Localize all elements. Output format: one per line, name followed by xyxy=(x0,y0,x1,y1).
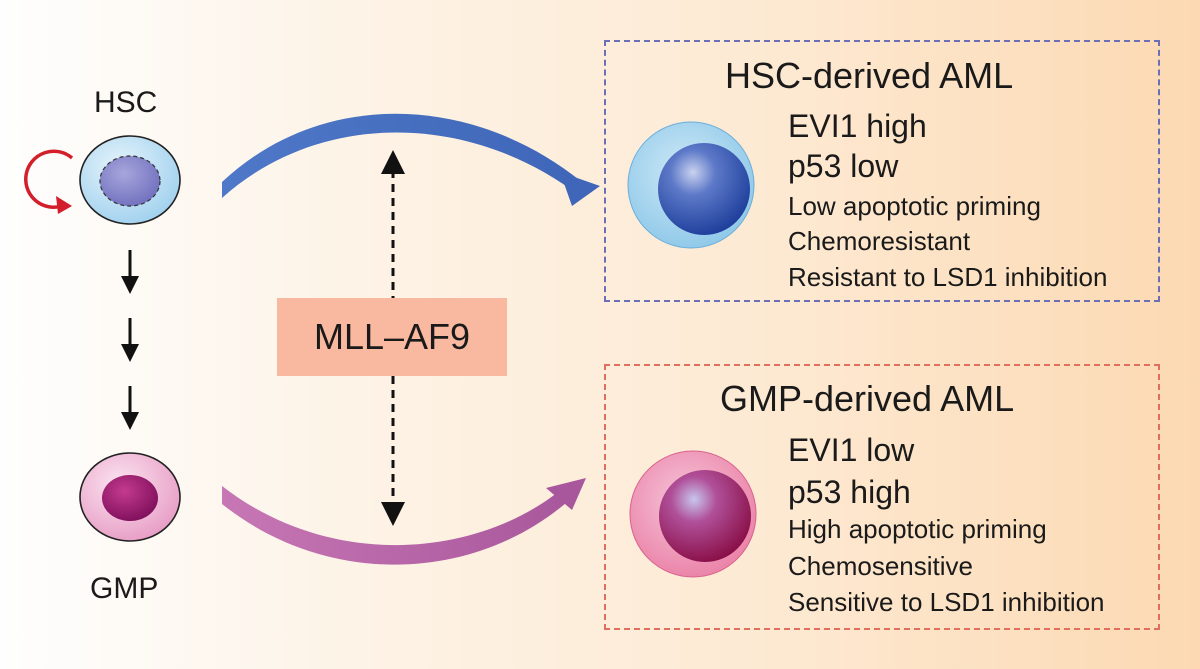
down-arrow-icon xyxy=(121,250,139,294)
hsc-derived-aml-box xyxy=(604,40,1160,302)
dashed-double-arrow-icon xyxy=(381,150,405,526)
hsc-aml-feature: Low apoptotic priming xyxy=(788,191,1041,221)
gmp-derived-aml-box xyxy=(604,364,1160,630)
gmp-aml-feature: p53 high xyxy=(788,474,911,510)
hsc-aml-cell xyxy=(627,121,755,249)
differentiation-arrows xyxy=(121,250,139,430)
gmp-aml-cell xyxy=(629,450,757,578)
hsc-aml-feature: Resistant to LSD1 inhibition xyxy=(788,262,1108,292)
hsc-aml-feature: EVI1 high xyxy=(788,108,927,144)
mll-af9-box: MLL–AF9 xyxy=(277,298,507,376)
hsc-cell xyxy=(79,135,181,225)
gmp-cell xyxy=(79,452,181,542)
gmp-transformation-arrow xyxy=(222,478,586,565)
hsc-label: HSC xyxy=(94,86,158,119)
hsc-transformation-arrow xyxy=(222,113,600,206)
gmp-aml-title: GMP-derived AML xyxy=(720,378,1015,419)
gmp-aml-feature: Sensitive to LSD1 inhibition xyxy=(788,587,1105,617)
hsc-aml-feature: p53 low xyxy=(788,148,899,184)
mll-af9-label: MLL–AF9 xyxy=(313,316,471,357)
hsc-aml-title: HSC-derived AML xyxy=(725,55,1014,96)
gmp-aml-feature: High apoptotic priming xyxy=(788,514,1047,544)
gmp-aml-feature: EVI1 low xyxy=(788,432,915,468)
self-renewal-icon xyxy=(24,149,74,214)
gmp-label: GMP xyxy=(90,572,159,605)
down-arrow-icon xyxy=(121,318,139,362)
down-arrow-icon xyxy=(121,386,139,430)
hsc-aml-feature: Chemoresistant xyxy=(788,226,971,256)
gmp-aml-feature: Chemosensitive xyxy=(788,551,973,581)
